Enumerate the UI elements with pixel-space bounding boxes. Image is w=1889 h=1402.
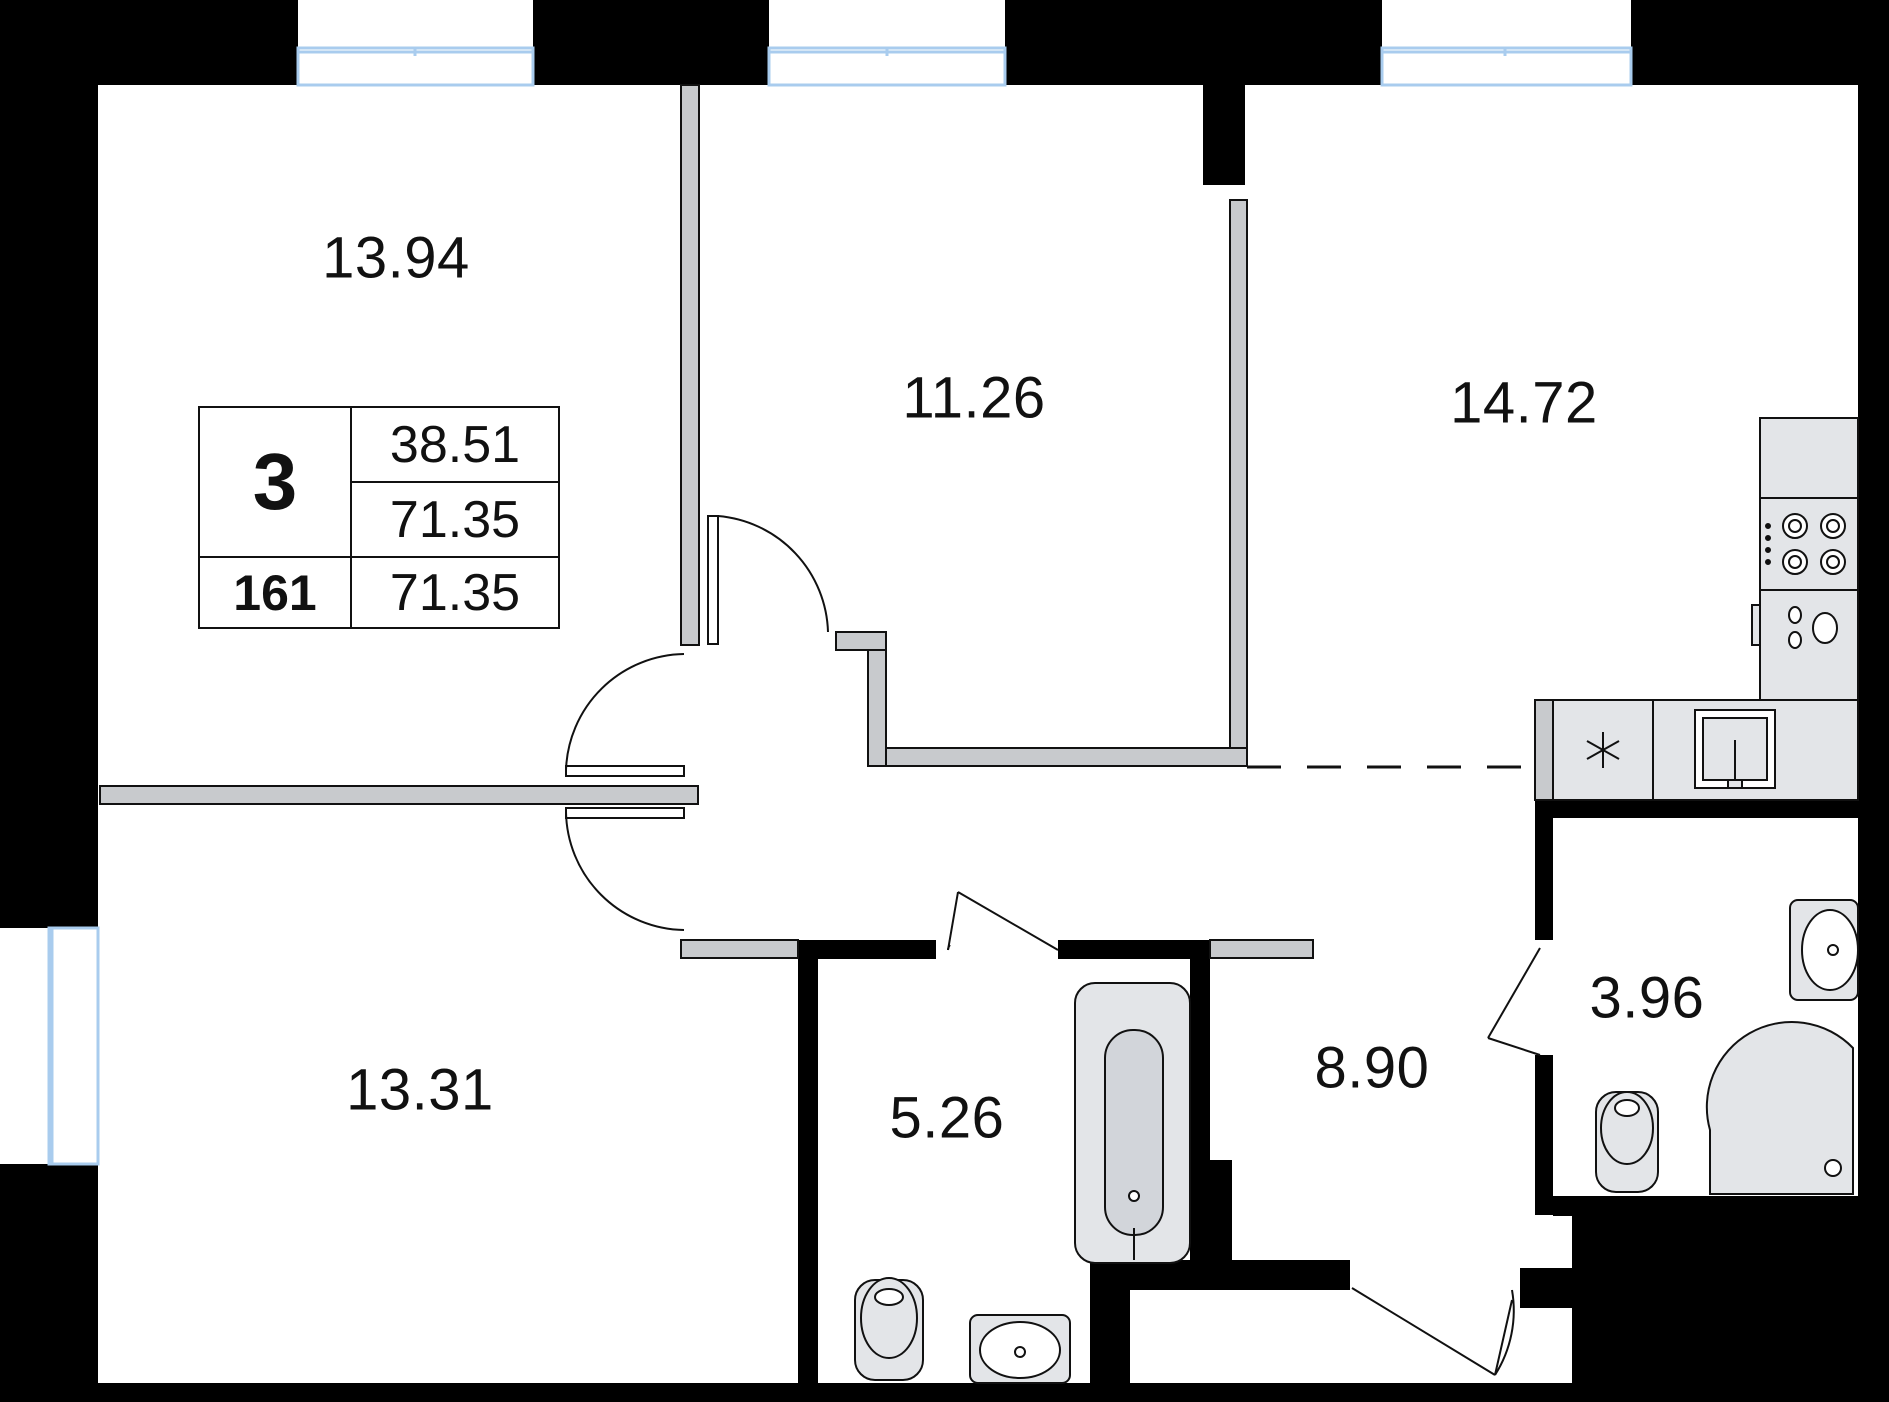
kitchen-counter-top bbox=[1759, 417, 1859, 499]
bathroom-fixtures bbox=[854, 982, 1191, 1384]
partitions bbox=[99, 84, 1554, 959]
total-area: 71.35 bbox=[352, 483, 558, 558]
apartment-info-box: 3 161 38.51 71.35 71.35 bbox=[198, 406, 560, 629]
total-area-with-balcony: 71.35 bbox=[389, 563, 521, 622]
living-area: 38.51 bbox=[352, 408, 558, 483]
room-area-kitchen-living: 14.72 bbox=[1450, 370, 1598, 436]
room-area-bedroom-top-left: 13.94 bbox=[322, 225, 470, 291]
room-area-hallway: 8.90 bbox=[1314, 1035, 1430, 1101]
room-area-bathroom: 5.26 bbox=[889, 1085, 1005, 1151]
window-left bbox=[47, 926, 100, 1166]
room-area-bedroom-bottom-left: 13.31 bbox=[346, 1057, 494, 1123]
window-top-1 bbox=[296, 46, 535, 87]
shower bbox=[1705, 1021, 1854, 1195]
washroom-fixtures bbox=[1595, 899, 1859, 1195]
stove bbox=[1759, 497, 1859, 591]
snowflake-icon bbox=[1586, 732, 1620, 768]
room-area-washroom: 3.96 bbox=[1589, 965, 1705, 1031]
kitchen-fixtures bbox=[1552, 417, 1859, 801]
rooms-count: 3 bbox=[200, 408, 352, 558]
room-area-bedroom-top-middle: 11.26 bbox=[902, 365, 1046, 431]
windows bbox=[47, 46, 1633, 1166]
doors bbox=[565, 515, 1541, 1376]
apartment-number: 161 bbox=[200, 558, 352, 627]
oven-counter bbox=[1759, 589, 1859, 701]
